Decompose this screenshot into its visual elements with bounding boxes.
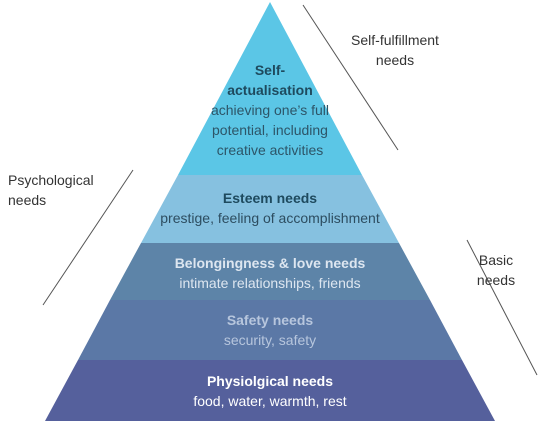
self-fulfillment-label: Self-fulfillment needs [330, 30, 460, 70]
level-desc-line: potential, including [212, 122, 328, 138]
level-title-line: Belongingness & love needs [174, 255, 366, 271]
level-title-line: actualisation [227, 82, 313, 98]
level-desc-line: creative activities [216, 142, 324, 158]
level-desc-line: prestige, feeling of accomplishment [160, 210, 380, 226]
level-title-line: Physiolgical needs [206, 373, 334, 389]
side-label-line: needs [8, 192, 47, 208]
side-label-line: Self-fulfillment [351, 32, 439, 48]
level-esteem-band [141, 175, 399, 243]
level-title-line: Esteem needs [222, 190, 318, 206]
side-label-line: Psychological [8, 172, 94, 188]
level-desc-line: achieving one’s full [210, 102, 330, 118]
level-title-line: Self- [254, 62, 286, 78]
self-fulfillment-bracket-line [302, 4, 399, 151]
level-title-line: Safety needs [226, 312, 314, 328]
psychological-bracket-line [42, 169, 134, 306]
level-desc-line: food, water, warmth, rest [193, 393, 347, 409]
level-safety: Safety needs security, safety [0, 310, 540, 350]
basic-label: Basic needs [466, 250, 526, 290]
psychological-label: Psychological needs [8, 170, 118, 210]
basic-bracket-line [466, 239, 538, 376]
side-label-line: needs [375, 52, 415, 68]
side-label-line: needs [476, 272, 516, 288]
side-label-line: Basic [478, 252, 514, 268]
level-physiological: Physiolgical needs food, water, warmth, … [0, 371, 540, 411]
level-safety-band [78, 300, 462, 360]
level-self-actualisation: Self- actualisation achieving one’s full… [0, 60, 540, 160]
level-esteem: Esteem needs prestige, feeling of accomp… [0, 188, 540, 228]
level-desc-line: security, safety [223, 332, 317, 348]
level-desc-line: intimate relationships, friends [179, 275, 361, 291]
level-belonging: Belongingness & love needs intimate rela… [0, 253, 540, 293]
level-self-actualisation-band [178, 2, 362, 175]
level-physiological-band [45, 360, 495, 421]
level-belonging-band [110, 243, 430, 300]
